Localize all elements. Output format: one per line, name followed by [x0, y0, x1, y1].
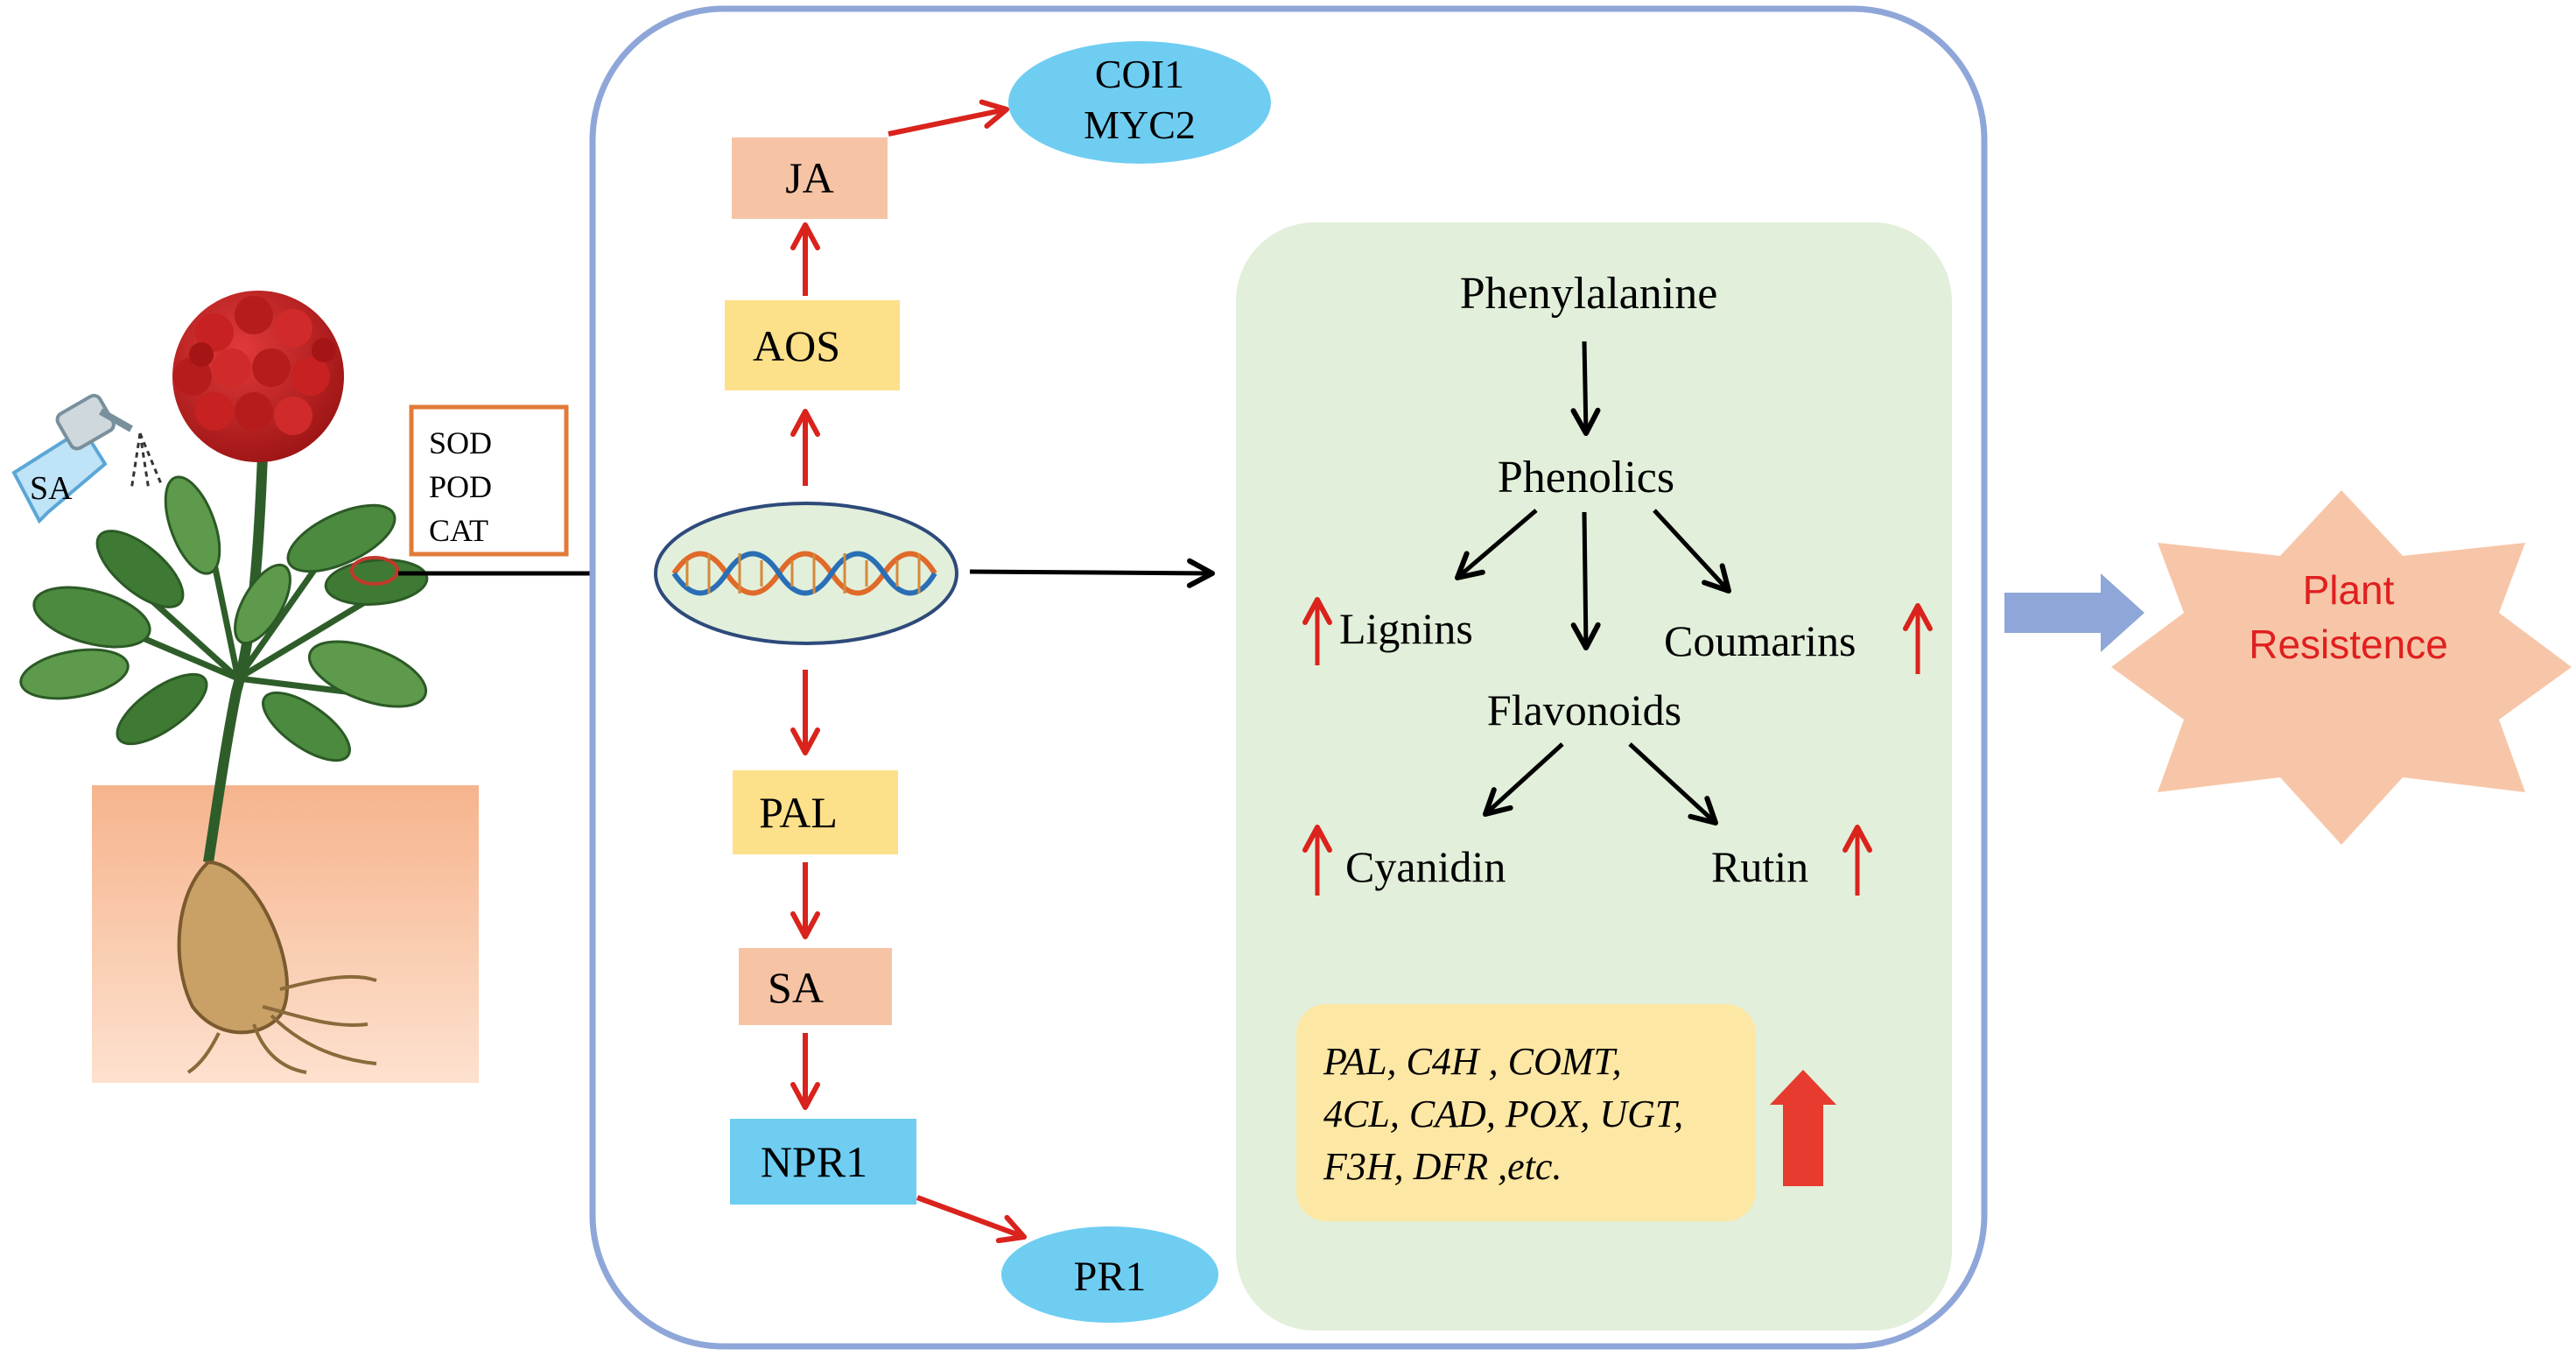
pal-label: PAL: [759, 788, 838, 837]
pal-box: [733, 770, 898, 854]
rutin-label: Rutin: [1711, 842, 1808, 891]
arrow-flavonoids-to-rutin: [1628, 742, 1718, 826]
ja-label: JA: [785, 153, 834, 202]
enzyme-label-sod: SOD: [429, 425, 492, 460]
leaf-sample-marker: [350, 556, 399, 586]
receptor-myc2-label: MYC2: [1084, 102, 1196, 147]
outcome-line-1: Plant: [2303, 567, 2395, 613]
arrow-ja-to-receptor: [888, 99, 1009, 137]
pr1-ellipse: [1001, 1226, 1218, 1323]
outcome-burst: Plant Resistence: [2111, 490, 2572, 845]
arrow-phenolics-to-coumarins: [1653, 509, 1731, 594]
arrow-phe-to-phenolics: [1570, 341, 1601, 436]
soil-background: [92, 785, 479, 1083]
gene-line-1: PAL, C4H , COMT,: [1323, 1040, 1622, 1083]
gene-line-3: F3H, DFR ,etc.: [1323, 1145, 1562, 1188]
npr1-box: [730, 1119, 916, 1205]
spray-label: SA: [30, 470, 73, 507]
gene-list: PAL, C4H , COMT, 4CL, CAD, POX, UGT, F3H…: [1296, 1004, 1836, 1221]
sa-box: [739, 948, 892, 1025]
berry-cluster: [172, 291, 344, 462]
root-hairs: [186, 974, 377, 1074]
lignins-label: Lignins: [1339, 604, 1473, 653]
enzyme-label-cat: CAT: [429, 513, 488, 548]
pr1-label: PR1: [1074, 1254, 1147, 1300]
phenolics-label: Phenolics: [1498, 453, 1674, 502]
burst-shape: [2111, 490, 2572, 845]
npr1-label: NPR1: [761, 1137, 867, 1186]
phenylpropanoid-pathway: Phenylalanine Phenolics Lignins Coumarin…: [1302, 269, 1933, 896]
sa-label: SA: [768, 963, 824, 1012]
leaf-petioles: [81, 523, 378, 695]
arrow-npr1-to-pr1: [916, 1195, 1027, 1244]
plant-illustration: SA SOD POD CAT: [11, 291, 642, 1083]
enzyme-box: [409, 404, 569, 557]
arrow-nucleus-to-metabolism: [969, 558, 1215, 588]
arrow-phenolics-to-flavonoids: [1570, 511, 1601, 650]
aos-label: AOS: [753, 321, 840, 370]
sa-branch: PAL SA NPR1 PR1: [730, 670, 1218, 1323]
gene-box: [1296, 1004, 1756, 1221]
ja-branch: COI1 MYC2 JA AOS: [725, 41, 1271, 486]
spray-bottle-icon: SA: [11, 393, 164, 524]
ja-box: [732, 137, 888, 219]
outcome-line-2: Resistence: [2249, 622, 2448, 667]
arrow-flavonoids-to-cyanidin: [1483, 742, 1564, 817]
receptor-coi1-label: COI1: [1095, 52, 1184, 96]
aos-box: [725, 300, 900, 390]
arrow-phenolics-to-lignins: [1455, 509, 1538, 580]
dna-helix-icon: [671, 551, 937, 596]
cyanidin-label: Cyanidin: [1345, 842, 1506, 891]
gene-upregulation-arrow: [1770, 1070, 1836, 1186]
coumarins-label: Coumarins: [1664, 616, 1856, 665]
enzyme-label-pod: POD: [429, 469, 492, 504]
receptor-coi1-myc2: [1008, 41, 1271, 164]
plant-stem: [203, 454, 268, 863]
nucleus-ellipse: [654, 502, 958, 645]
precursor-label: Phenylalanine: [1460, 269, 1718, 319]
outcome-arrow: [2004, 573, 2144, 652]
nucleus: [654, 502, 958, 645]
flavonoids-label: Flavonoids: [1487, 685, 1681, 734]
gene-line-2: 4CL, CAD, POX, UGT,: [1323, 1093, 1683, 1135]
